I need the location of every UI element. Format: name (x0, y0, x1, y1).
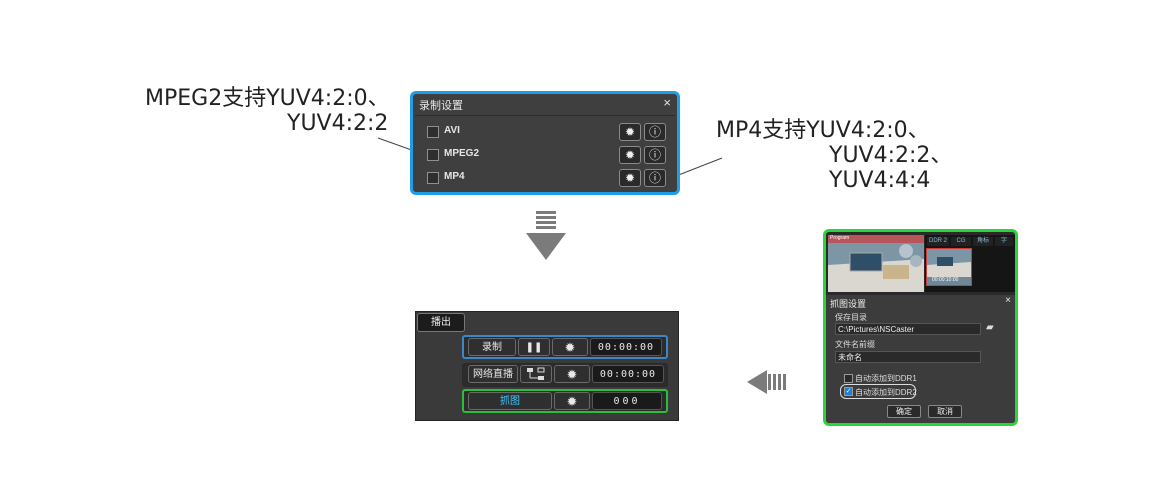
recording-settings-dialog: 录制设置 × AVI ✹ ⓘ MPEG2 ✹ ⓘ MP4 ✹ ⓘ (410, 91, 680, 195)
thumbnail-image (927, 249, 971, 277)
tab-cg[interactable]: CG (951, 237, 971, 246)
stream-button[interactable]: 网络直播 (468, 365, 518, 383)
ddr1-checkbox[interactable] (844, 374, 853, 383)
ddr2-label: 自动添加到DDR2 (855, 388, 917, 397)
mp4-label: MP4 (444, 171, 465, 182)
close-icon[interactable]: × (663, 95, 671, 110)
program-preview: Program (828, 235, 924, 292)
gear-icon: ✹ (624, 171, 636, 185)
annotation-mp4-line2: YUV4:2:2、 (829, 143, 953, 168)
annotation-mpeg2-line1: MPEG2支持YUV4:2:0、 (145, 86, 390, 111)
stream-timer: 00:00:00 (592, 365, 664, 383)
info-icon: ⓘ (648, 171, 661, 185)
save-dir-field[interactable]: C:\Pictures\NSCaster (835, 323, 981, 335)
avi-info-button[interactable]: ⓘ (644, 123, 666, 141)
preview-label: Program (830, 235, 850, 241)
format-row-mpeg2: MPEG2 ✹ ⓘ (427, 146, 667, 164)
stream-row: 网络直播 ✹ 00:00:00 (462, 363, 668, 387)
ok-button[interactable]: 确定 (887, 405, 921, 418)
capture-settings-button[interactable]: ✹ (554, 392, 590, 410)
annotation-mp4-line1: MP4支持YUV4:2:0、 (716, 118, 930, 143)
tab-broadcast[interactable]: 播出 (417, 313, 465, 332)
close-icon[interactable]: × (1005, 295, 1011, 306)
annotation-mpeg2-line2: YUV4:2:2 (287, 111, 389, 136)
record-settings-button[interactable]: ✹ (552, 338, 588, 356)
studio-preview-image (828, 235, 924, 292)
thumbnail-time: 00:00:10:00 (932, 277, 959, 283)
folder-icon[interactable]: ▰ (986, 322, 994, 333)
avi-settings-button[interactable]: ✹ (619, 123, 641, 141)
save-dir-label: 保存目录 (835, 313, 867, 322)
prefix-field[interactable]: 未命名 (835, 351, 981, 363)
network-icon (527, 367, 545, 381)
capture-button[interactable]: 抓图 (468, 392, 552, 410)
annotation-mp4-line3: YUV4:4:4 (829, 168, 931, 193)
avi-checkbox[interactable] (427, 126, 439, 138)
format-row-mp4: MP4 ✹ ⓘ (427, 169, 667, 187)
avi-label: AVI (444, 125, 460, 136)
dialog-title: 录制设置 (419, 100, 463, 112)
mpeg2-label: MPEG2 (444, 148, 480, 159)
cancel-button[interactable]: 取消 (928, 405, 962, 418)
record-button[interactable]: 录制 (468, 338, 516, 356)
tab-ddr2[interactable]: DDR 2 (927, 237, 949, 246)
mpeg2-checkbox[interactable] (427, 149, 439, 161)
gear-icon: ✹ (566, 367, 578, 382)
ddr-panel: DDR 2 CG 角标 字 00:00:10:00 (925, 235, 1015, 292)
annotation-mpeg2: MPEG2支持YUV4:2:0、 YUV4:2:2 (145, 86, 390, 136)
info-icon: ⓘ (648, 148, 661, 162)
mpeg2-info-button[interactable]: ⓘ (644, 146, 666, 164)
tab-logo[interactable]: 角标 (973, 237, 993, 246)
record-row: 录制 ❚❚ ✹ 00:00:00 (462, 335, 668, 359)
gear-icon: ✹ (624, 125, 636, 139)
info-icon: ⓘ (648, 125, 661, 139)
pause-button[interactable]: ❚❚ (518, 338, 550, 356)
ddr2-checkbox[interactable]: ✓ (844, 387, 853, 396)
gear-icon: ✹ (624, 148, 636, 162)
record-timer: 00:00:00 (590, 338, 662, 356)
dialog-title: 抓图设置 (830, 299, 867, 309)
pause-icon: ❚❚ (525, 342, 543, 353)
capture-counter: 000 (592, 392, 662, 410)
gear-icon: ✹ (566, 394, 578, 409)
tab-text[interactable]: 字 (995, 237, 1013, 246)
format-row-avi: AVI ✹ ⓘ (427, 123, 667, 141)
divider (415, 115, 675, 116)
capture-settings-dialog: 抓图设置 × 保存目录 C:\Pictures\NSCaster ▰ 文件名前缀… (826, 295, 1015, 423)
output-panel: 播出 录制 ❚❚ ✹ 00:00:00 网络直播 ✹ 00:00:00 抓图 ✹… (415, 311, 679, 421)
capture-settings-window: Program DDR 2 CG 角标 字 00:00:10:00 抓图设置 ×… (823, 229, 1018, 426)
capture-row: 抓图 ✹ 000 (462, 389, 668, 413)
network-button[interactable] (520, 365, 552, 383)
ddr1-label: 自动添加到DDR1 (855, 374, 917, 383)
ddr2-option[interactable] (840, 384, 916, 399)
prefix-label: 文件名前缀 (835, 340, 875, 349)
connector-mp4-line (675, 157, 723, 177)
mp4-checkbox[interactable] (427, 172, 439, 184)
mp4-settings-button[interactable]: ✹ (619, 169, 641, 187)
stream-settings-button[interactable]: ✹ (554, 365, 590, 383)
gear-icon: ✹ (564, 340, 576, 355)
mpeg2-settings-button[interactable]: ✹ (619, 146, 641, 164)
ddr-thumbnail[interactable]: 00:00:10:00 (926, 248, 972, 286)
mp4-info-button[interactable]: ⓘ (644, 169, 666, 187)
annotation-mp4: MP4支持YUV4:2:0、 YUV4:2:2、 YUV4:4:4 (716, 118, 952, 193)
